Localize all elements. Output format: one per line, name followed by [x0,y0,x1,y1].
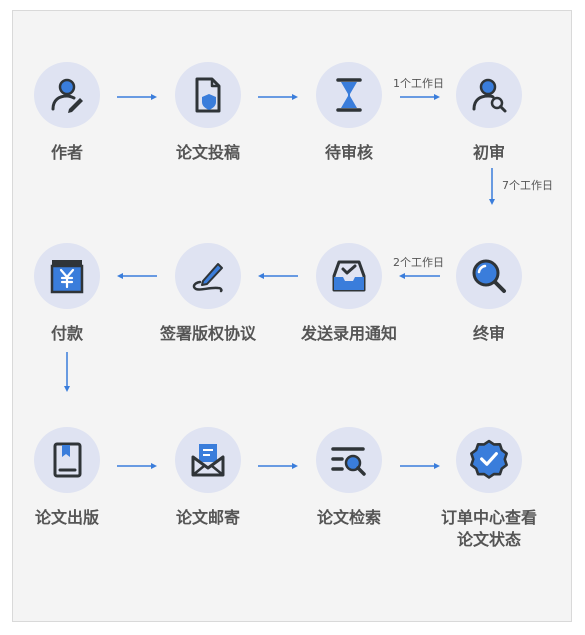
step-copyright-agreement: 签署版权协议 [138,243,278,345]
step-payment: 付款 [0,243,137,345]
step-label: 发送录用通知 [300,324,397,343]
step-label: 终审 [472,324,505,343]
step-label: 作者 [50,143,83,162]
step-publication: 论文出版 [0,427,137,529]
step-pending-review: 待审核 [279,62,419,164]
yen-payment-icon [34,243,100,309]
step-submission: 论文投稿 [138,62,278,164]
step-label: 论文出版 [34,508,99,527]
step-label: 论文检索 [316,508,381,527]
step-label: 论文邮寄 [175,508,240,527]
step-label: 论文投稿 [175,143,240,162]
step-acceptance-notice: 发送录用通知 [279,243,419,345]
hourglass-icon [316,62,382,128]
step-first-review: 初审 [419,62,559,164]
verified-badge-icon [456,427,522,493]
step-label: 初审 [472,143,505,162]
step-label: 待审核 [324,143,373,162]
pen-signature-icon [175,243,241,309]
step-final-review: 终审 [419,243,559,345]
book-icon [34,427,100,493]
step-label: 签署版权协议 [159,324,256,343]
step-label: 订单中心查看 [440,508,537,527]
step-order-center: 订单中心查看 论文状态 [419,427,559,551]
step-indexing: 论文检索 [279,427,419,529]
document-shield-icon [175,62,241,128]
magnifier-icon [456,243,522,309]
duration-note: 7个工作日 [502,179,553,192]
user-search-icon [456,62,522,128]
search-list-icon [316,427,382,493]
author-edit-icon [34,62,100,128]
inbox-check-icon [316,243,382,309]
step-label-line2: 论文状态 [456,530,521,549]
step-mailing: 论文邮寄 [138,427,278,529]
step-author: 作者 [0,62,137,164]
step-label: 付款 [50,324,83,343]
mail-envelope-icon [175,427,241,493]
duration-note: 1个工作日 [393,77,444,90]
duration-note: 2个工作日 [393,256,444,269]
